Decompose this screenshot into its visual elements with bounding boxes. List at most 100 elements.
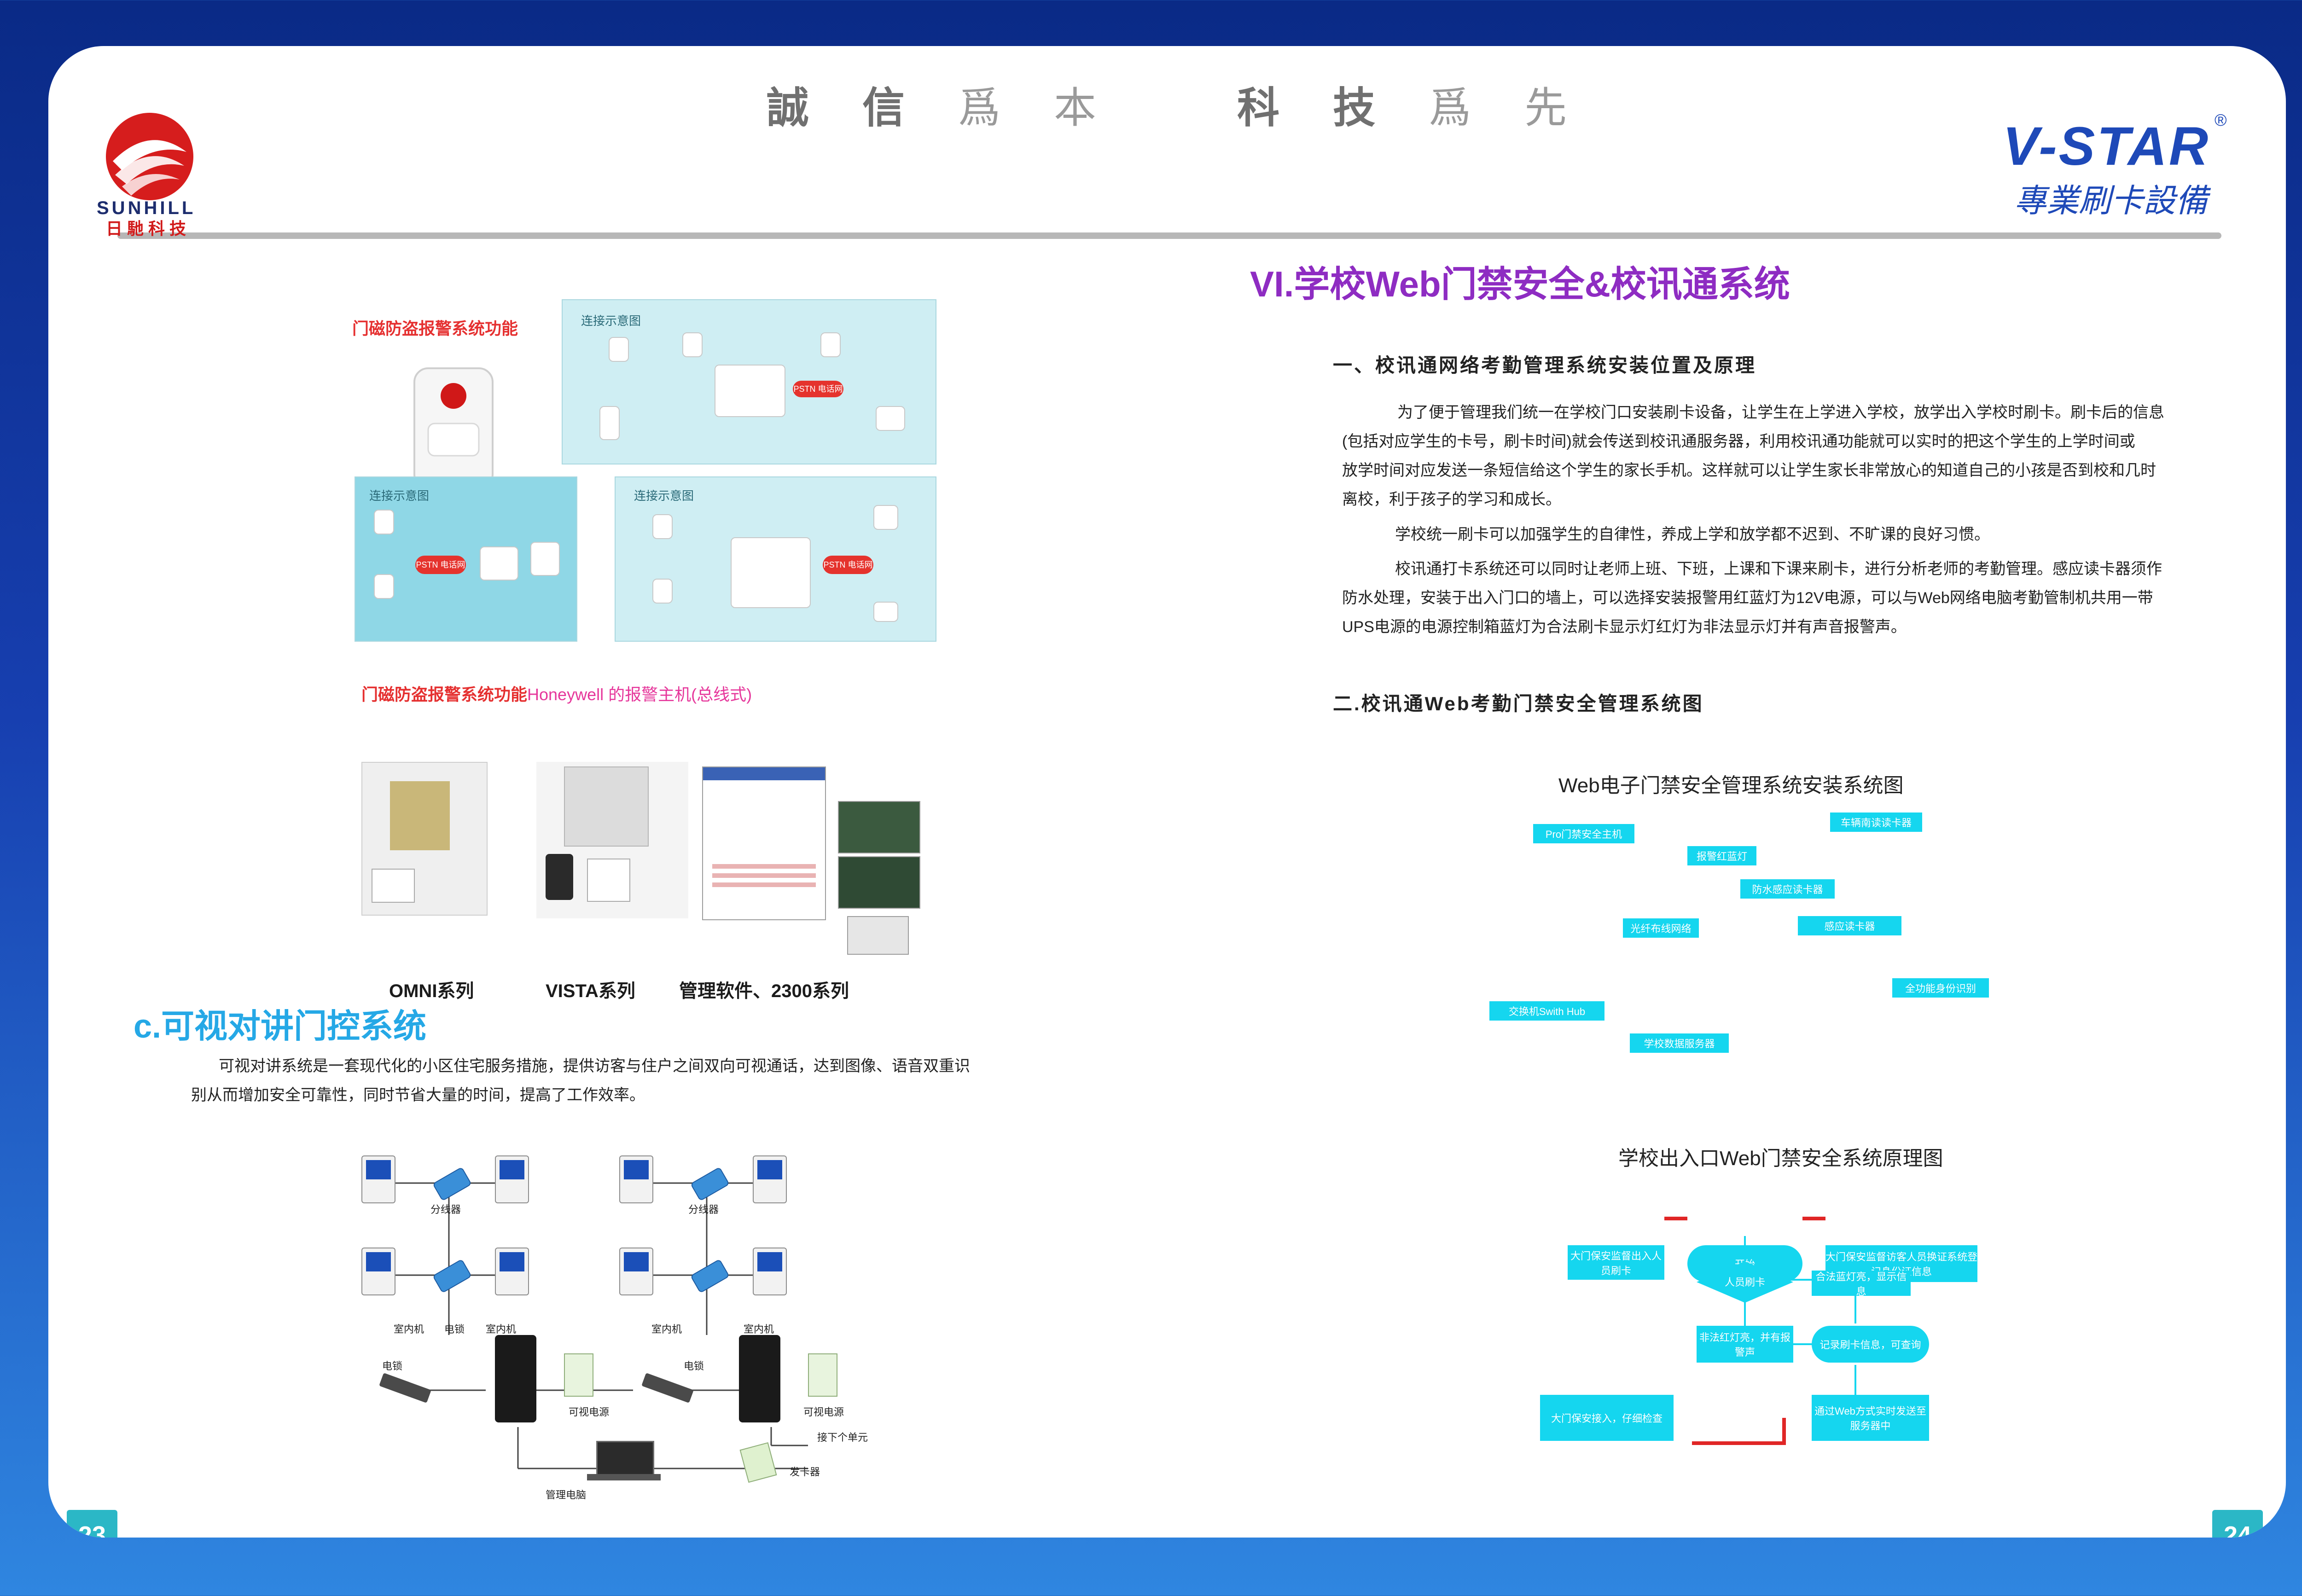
indoor-monitor xyxy=(753,1248,787,1295)
header-divider xyxy=(117,232,2221,239)
lock-label: 电锁 xyxy=(382,1360,403,1372)
install-chart-label: 感应读卡器 xyxy=(1798,916,1901,935)
pc-label: 管理电脑 xyxy=(546,1489,587,1501)
flow-send-to-server: 通过Web方式实时发送至服务器中 xyxy=(1812,1395,1929,1441)
indoor-monitor xyxy=(619,1248,653,1295)
install-chart-title: Web电子门禁安全管理系统安装系统图 xyxy=(1558,774,1904,797)
splitter-label: 分线器 xyxy=(430,1204,461,1215)
door-station-panel xyxy=(739,1335,780,1422)
motto-char: 爲 xyxy=(958,85,1004,132)
sunhill-logo-chinese: 日馳科技 xyxy=(106,219,191,238)
indoor-unit-label: 室内机 xyxy=(394,1323,424,1335)
sensor-device xyxy=(820,332,841,357)
section1-paragraph-line: 学校统一刷卡可以加强学生的自律性，养成上学和放学都不迟到、不旷课的良好习惯。 xyxy=(1395,526,1990,543)
vista-panel-photo xyxy=(536,762,688,918)
sunhill-logo-icon xyxy=(106,113,193,200)
section1-heading: 一、校讯通网络考勤管理系统安装位置及原理 xyxy=(1333,354,1757,376)
motto-char: 本 xyxy=(1054,85,1099,132)
pstn-badge: PSTN 电话网 xyxy=(415,556,466,574)
sunhill-logo-name: SUNHILL xyxy=(97,198,196,218)
keypad-photo xyxy=(847,916,909,955)
brochure-spread: 誠 信 爲 本 科 技 爲 先 SUNHILL 日馳科技 V-STAR ® 專業刷卡設備 门磁… xyxy=(48,46,2286,1538)
sensor-device xyxy=(652,579,673,604)
honeywell-caption-red: 门磁防盗报警系统功能 xyxy=(361,685,528,704)
remote-icon xyxy=(546,854,573,900)
indoor-monitor xyxy=(753,1155,787,1203)
sensor-device xyxy=(599,406,620,440)
section1-paragraph-line: 放学时间对应发送一条短信给这个学生的家长手机。这样就可以让学生家长非常放心的知道… xyxy=(1342,462,2156,479)
splitter-label: 分线器 xyxy=(688,1204,719,1215)
flow-guard-check: 大门保安接入，仔细检查 xyxy=(1540,1395,1674,1441)
page-title: VI.学校Web门禁安全&校讯通系统 xyxy=(1250,264,1790,304)
phone-device xyxy=(876,406,905,431)
video-power-supply xyxy=(564,1353,593,1397)
sensor-device xyxy=(374,510,394,534)
section2-heading: 二.校讯通Web考勤门禁安全管理系统图 xyxy=(1333,693,1704,714)
motto-char: 科 xyxy=(1237,85,1283,132)
section1-paragraph-line: 防水处理，安装于出入门口的墙上，可以选择安装报警用红蓝灯为12V电源，可以与We… xyxy=(1342,589,2153,607)
motto-char: 信 xyxy=(862,85,908,132)
indoor-monitor xyxy=(361,1248,395,1295)
software-series-label: 管理软件、2300系列 xyxy=(679,981,849,1001)
door-station-panel xyxy=(495,1335,536,1422)
install-chart-label: 学校数据服务器 xyxy=(1630,1033,1729,1053)
circuit-board-photo xyxy=(838,801,920,853)
indoor-monitor xyxy=(495,1155,529,1203)
page-number-right: 24 xyxy=(2212,1510,2263,1538)
sensor-icon xyxy=(587,859,630,902)
flow-illegal-result: 非法红灯亮，并有报警声 xyxy=(1697,1326,1793,1363)
keypad-device xyxy=(530,542,560,576)
page-number-left: 23 xyxy=(67,1510,117,1538)
flow-decision-label: 人员刷卡 xyxy=(1724,1277,1765,1288)
motto-char: 爲 xyxy=(1429,85,1474,132)
diagram-caption: 连接示意图 xyxy=(634,489,694,503)
pstn-badge: PSTN 电话网 xyxy=(793,381,843,397)
connection-diagram-1: 连接示意图 PSTN 电话网 xyxy=(562,299,936,464)
camera-device xyxy=(873,505,898,530)
omni-panel-photo xyxy=(361,762,488,916)
motto-char: 先 xyxy=(1524,85,1570,132)
section1-paragraph-line: (包括对应学生的卡号，刷卡时间)就会传送到校讯通服务器，利用校讯通功能就可以实时… xyxy=(1342,433,2135,450)
install-chart-label: 交换机Swith Hub xyxy=(1489,1001,1604,1021)
header-motto: 誠信爲本科技爲先 xyxy=(767,74,1620,135)
install-chart-label: Pro门禁安全主机 xyxy=(1533,824,1634,843)
lock-label: 电锁 xyxy=(684,1360,704,1372)
indoor-unit-label: 室内机 xyxy=(744,1323,774,1335)
event-list xyxy=(712,864,816,892)
indoor-unit-label: 室内机 xyxy=(486,1323,517,1335)
honeywell-caption-pink: Honeywell 的报警主机(总线式) xyxy=(527,685,752,704)
honeywell-caption: 门磁防盗报警系统功能Honeywell 的报警主机(总线式) xyxy=(361,681,752,705)
pstn-badge: PSTN 电话网 xyxy=(823,556,873,574)
management-software-screenshot xyxy=(702,766,826,920)
flow-record-info: 记录刷卡信息，可查询 xyxy=(1812,1326,1929,1363)
vstar-tagline: 專業刷卡設備 xyxy=(2014,183,2208,219)
section1-paragraph-line: 为了便于管理我们统一在学校门口安装刷卡设备，让学生在上学进入学校，放学出入学校时… xyxy=(1397,404,2164,421)
sensor-device xyxy=(609,337,629,362)
section-c-paragraph-line: 可视对讲系统是一套现代化的小区住宅服务措施，提供访客与住户之间双向可视通话，达到… xyxy=(219,1057,970,1075)
flow-chart-arrows xyxy=(1664,1217,1856,1445)
vstar-logo: V-STAR xyxy=(2003,116,2210,177)
power-label: 可视电源 xyxy=(803,1406,844,1418)
flow-chart-title: 学校出入口Web门禁安全系统原理图 xyxy=(1618,1147,1943,1170)
connection-diagram-3: 连接示意图 PSTN 电话网 xyxy=(615,476,936,642)
section1-paragraph-line: 离校，利于孩子的学习和成长。 xyxy=(1342,491,1561,508)
indoor-monitor xyxy=(619,1155,653,1203)
install-chart-label: 防水感应读卡器 xyxy=(1740,879,1835,899)
omni-series-label: OMNI系列 xyxy=(389,981,474,1001)
alarm-host-device xyxy=(480,546,518,580)
laptop-icon xyxy=(596,1441,654,1476)
motto-char: 誠 xyxy=(767,85,812,132)
indoor-monitor xyxy=(495,1248,529,1295)
vista-series-label: VISTA系列 xyxy=(546,981,635,1001)
diagram-caption: 连接示意图 xyxy=(369,489,430,503)
indoor-unit-label: 室内机 xyxy=(651,1323,682,1335)
install-chart-label: 光纤布线网络 xyxy=(1623,918,1699,938)
next-unit-label: 接下个单元 xyxy=(817,1432,868,1443)
circuit-board-icon xyxy=(390,781,450,850)
connection-diagram-2: 连接示意图 PSTN 电话网 xyxy=(355,476,577,642)
intercom-diagram: 分线器 室内机 室内机 电锁 电锁 可视电源 分线器 室内机 室内机 电锁 可视… xyxy=(348,1142,923,1510)
registered-mark: ® xyxy=(2215,110,2227,129)
motto-char: 技 xyxy=(1333,85,1378,132)
sensor-device xyxy=(682,332,703,357)
section-c-title: c.可视对讲门控系统 xyxy=(134,1008,427,1045)
